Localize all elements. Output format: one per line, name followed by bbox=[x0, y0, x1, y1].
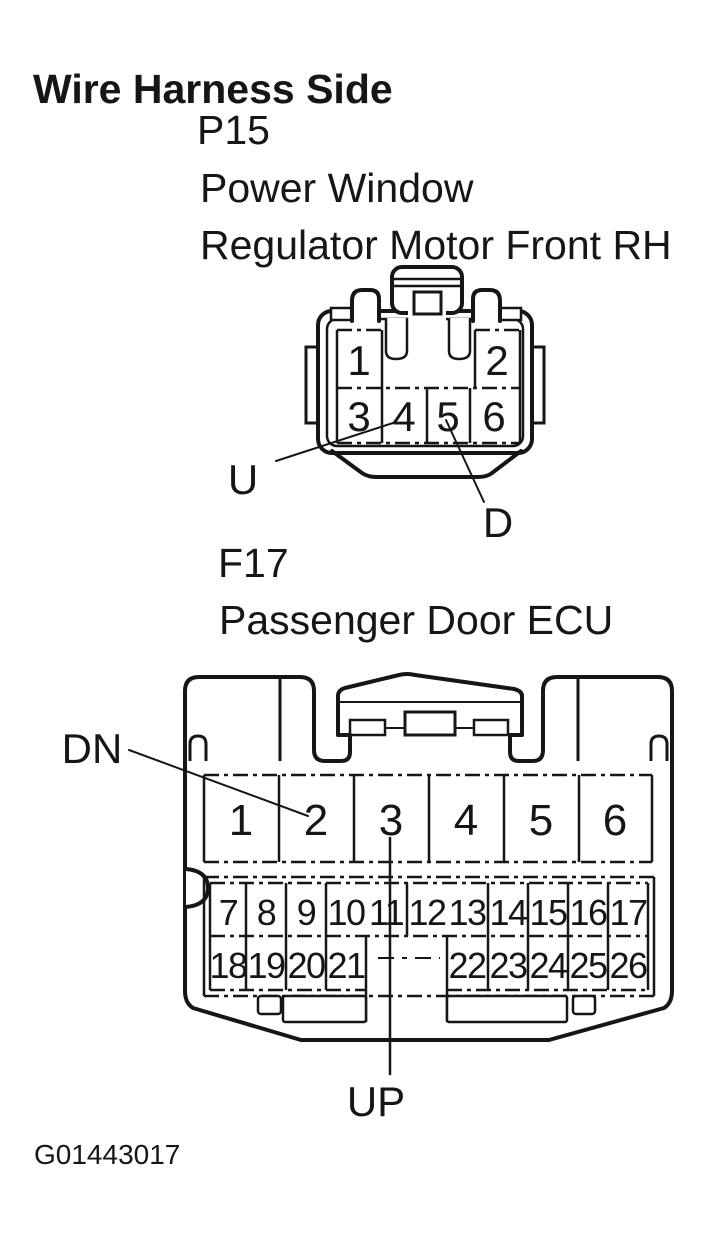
dn-callout-leader-line bbox=[128, 749, 309, 817]
down-direction-callout: DN bbox=[62, 725, 123, 772]
pin-label: 25 bbox=[569, 945, 607, 986]
f17-latch-detail bbox=[340, 701, 520, 737]
f17-index-bump bbox=[184, 867, 210, 909]
f17-small-pin-block-border bbox=[202, 875, 656, 998]
p15-bottom-hull bbox=[330, 449, 523, 479]
p15-left-ledge bbox=[329, 306, 355, 322]
p15-left-ear bbox=[350, 288, 381, 323]
f17-connector-name: Passenger Door ECU bbox=[219, 597, 613, 643]
pin-label: 6 bbox=[482, 393, 505, 440]
pin-label: 12 bbox=[408, 892, 446, 933]
pin-label: 20 bbox=[287, 945, 325, 986]
pin-label: 24 bbox=[529, 945, 567, 986]
figure-id: G01443017 bbox=[34, 1139, 180, 1170]
u-callout-leader-line bbox=[275, 421, 397, 462]
pin-label: 21 bbox=[327, 945, 365, 986]
pin-label: 4 bbox=[392, 393, 415, 440]
pin-label: 11 bbox=[369, 892, 404, 933]
pin-label: 17 bbox=[609, 892, 647, 933]
p15-right-ledge bbox=[497, 306, 523, 322]
p15-left-guide-slot bbox=[384, 318, 409, 361]
pin-label: 3 bbox=[347, 393, 370, 440]
up-direction-callout: U bbox=[228, 456, 258, 503]
f17-row2-grid bbox=[208, 881, 650, 938]
pin-label: 1 bbox=[229, 796, 253, 845]
p15-right-guide-slot bbox=[447, 318, 472, 361]
pin-label: 14 bbox=[489, 892, 527, 933]
f17-right-shoulder-notch bbox=[649, 734, 669, 761]
p15-latch-keeper bbox=[412, 290, 443, 316]
p15-connector-drawing: 1 2 3 4 5 6 U D bbox=[228, 265, 546, 546]
pin-label: 5 bbox=[529, 796, 553, 845]
p15-connector-name-line2: Regulator Motor Front RH bbox=[200, 222, 672, 268]
f17-connector-drawing: 1 2 3 4 5 6 7 8 9 10 11 12 13 14 15 16 1… bbox=[62, 672, 674, 1125]
p15-connector-name-line1: Power Window bbox=[200, 165, 474, 211]
pin-label: 18 bbox=[209, 945, 247, 986]
pin-label: 26 bbox=[609, 945, 647, 986]
p15-connector-code: P15 bbox=[197, 107, 270, 153]
pin-label: 5 bbox=[436, 393, 459, 440]
pin-label: 19 bbox=[247, 945, 285, 986]
pin-label: 22 bbox=[448, 945, 486, 986]
f17-small-tab-left bbox=[256, 994, 283, 1016]
pin-label: 4 bbox=[454, 796, 478, 845]
f17-wide-tab-right bbox=[445, 994, 569, 1024]
pin-label: 16 bbox=[569, 892, 607, 933]
pin-label: 13 bbox=[448, 892, 486, 933]
pin-label: 6 bbox=[603, 796, 627, 845]
pin-label: 9 bbox=[297, 892, 316, 933]
up-direction-callout: UP bbox=[347, 1078, 405, 1125]
pin-label: 1 bbox=[347, 337, 370, 384]
pin-label: 8 bbox=[257, 892, 276, 933]
p15-right-ear bbox=[471, 288, 502, 323]
f17-wide-tab-left bbox=[281, 994, 368, 1024]
down-direction-callout: D bbox=[483, 499, 513, 546]
pin-label: 23 bbox=[489, 945, 527, 986]
p15-pin-grid bbox=[335, 328, 522, 445]
pin-label: 3 bbox=[379, 796, 403, 845]
pin-label: 2 bbox=[304, 796, 328, 845]
pin-label: 15 bbox=[529, 892, 567, 933]
pin-label: 10 bbox=[327, 892, 365, 933]
f17-bottom-tabs bbox=[256, 994, 597, 1024]
d-callout-leader-line bbox=[445, 419, 485, 503]
pin-label: 2 bbox=[485, 337, 508, 384]
f17-small-tab-right bbox=[571, 994, 597, 1016]
f17-connector-code: F17 bbox=[218, 540, 289, 586]
f17-left-shoulder-notch bbox=[188, 734, 208, 761]
f17-row1-grid bbox=[202, 773, 654, 864]
pin-label: 7 bbox=[219, 892, 238, 933]
page-title: Wire Harness Side bbox=[33, 66, 393, 112]
